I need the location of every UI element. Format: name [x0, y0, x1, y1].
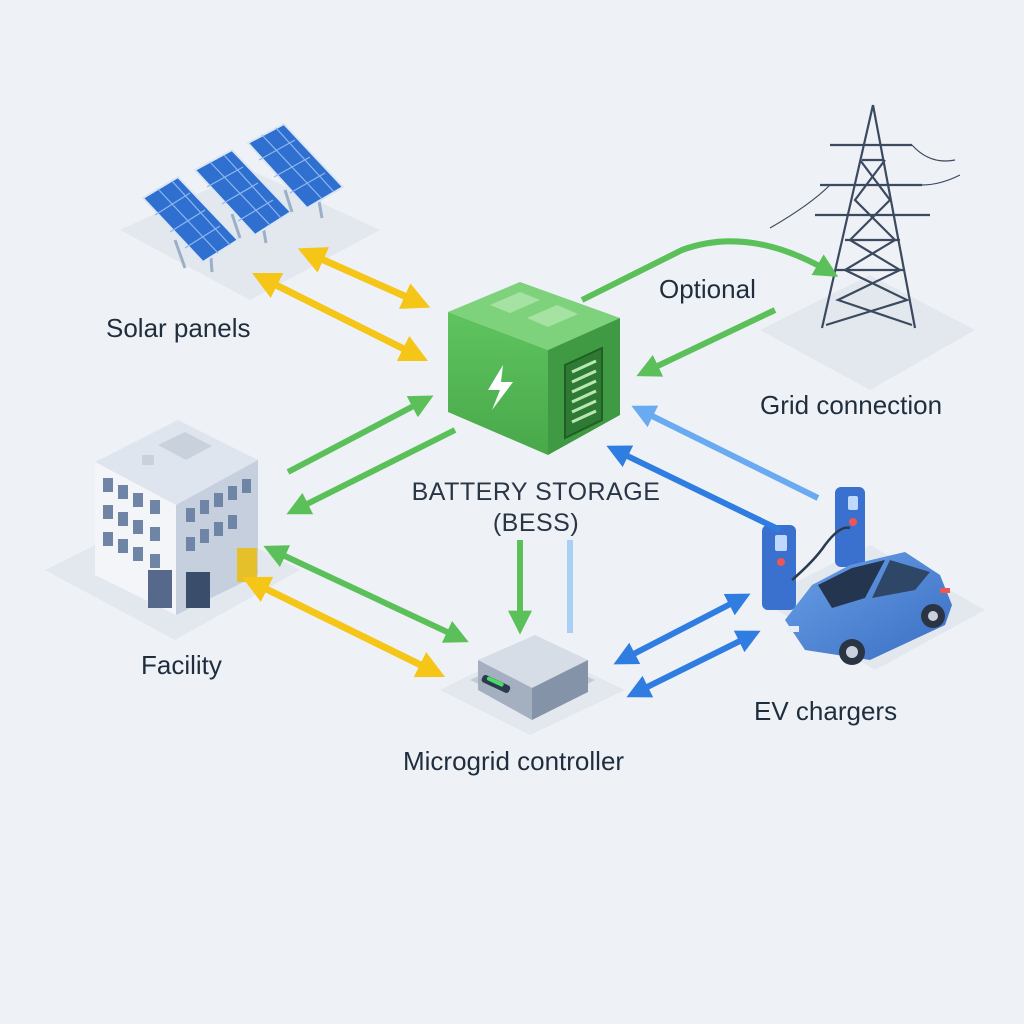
- arrow-controller-ev-lower: [626, 630, 761, 698]
- arrow-facility-controller-green: [263, 545, 469, 643]
- battery-icon: [448, 282, 620, 455]
- arrow-ev-battery-lower: [606, 445, 782, 533]
- power-tower-icon: [769, 104, 961, 329]
- arrow-facility-controller-yellow: [241, 576, 446, 678]
- lightning-icon: [488, 365, 513, 410]
- solar-panels-label: Solar panels: [106, 313, 251, 343]
- arrow-battery-facility: [286, 427, 457, 515]
- arrow-solar-battery-lower: [251, 272, 429, 362]
- car-icon: [785, 552, 952, 665]
- arrow-solar-battery-upper: [297, 247, 431, 309]
- arrow-battery-grid: [580, 238, 839, 303]
- battery-storage-line1: BATTERY STORAGE: [411, 478, 661, 506]
- optional-label: Optional: [659, 274, 756, 304]
- arrow-ev-battery-upper: [631, 405, 820, 501]
- ev-charger-icon: [762, 487, 865, 610]
- building-icon: [95, 420, 258, 615]
- battery-storage-line2: (BESS): [492, 509, 580, 538]
- battery-storage-label: BATTERY STORAGE (BESS): [396, 477, 676, 540]
- microgrid-controller-label: Microgrid controller: [403, 746, 625, 776]
- arrow-facility-battery: [286, 395, 434, 475]
- ev-chargers-label: EV chargers: [754, 696, 898, 726]
- facility-label: Facility: [141, 650, 222, 680]
- grid-connection-label: Grid connection: [760, 390, 943, 420]
- grid-ground-pad: [760, 275, 975, 390]
- arrow-grid-battery: [636, 307, 777, 377]
- controller-icon: [470, 635, 595, 720]
- solar-panel-icon: [141, 122, 345, 273]
